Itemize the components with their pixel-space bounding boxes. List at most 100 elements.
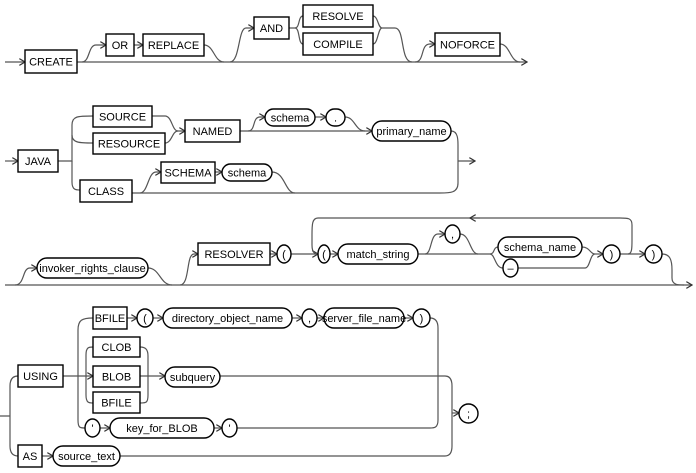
keyword-and-label: AND xyxy=(260,23,283,35)
term-bfile-comma-label: , xyxy=(308,313,311,325)
term-resolver-rparen-shape xyxy=(644,244,663,264)
term-schema: schema xyxy=(264,108,316,127)
keyword-resolver-label: RESOLVER xyxy=(204,249,263,261)
keyword-resolve-label: RESOLVE xyxy=(312,11,363,23)
keyword-schema: SCHEMA xyxy=(160,161,216,184)
keyword-java-label: JAVA xyxy=(25,156,52,168)
keyword-as-shape xyxy=(17,444,43,468)
term-comma-shape xyxy=(444,224,461,244)
term-subquery: subquery xyxy=(164,366,221,388)
term-quote-close-label: ' xyxy=(228,423,230,435)
term-key-for-blob-label: key_for_BLOB xyxy=(126,423,198,435)
keyword-bfile: BFILE xyxy=(92,306,128,330)
term-directory-object-name: directory_object_name xyxy=(162,307,293,329)
term-key-for-blob-shape xyxy=(109,417,215,439)
term-source-text-label: source_text xyxy=(58,451,115,463)
term-spec-lparen-label: ( xyxy=(322,249,326,261)
keyword-source: SOURCE xyxy=(92,105,153,128)
term-server-file-name-label: server_file_name xyxy=(322,313,406,325)
term-comma: , xyxy=(444,224,461,244)
term-match-string: match_string xyxy=(337,243,419,265)
keyword-compile-shape xyxy=(302,32,374,56)
term-schema-class-label: schema xyxy=(228,168,267,180)
keyword-class-shape xyxy=(79,179,133,203)
term-bfile-rparen-label: ) xyxy=(420,313,424,325)
keyword-bfile-label: BFILE xyxy=(95,313,126,325)
term-bfile-comma-shape xyxy=(301,308,318,328)
term-source-text-shape xyxy=(52,445,121,467)
keyword-schema-shape xyxy=(160,161,216,184)
keyword-source-shape xyxy=(92,105,153,128)
term-schema-class-shape xyxy=(221,163,273,182)
keyword-using-shape xyxy=(17,364,64,388)
term-directory-object-name-label: directory_object_name xyxy=(172,313,283,325)
term-invoker-rights-clause: invoker_rights_clause xyxy=(36,257,149,279)
keyword-bfile-lob-shape xyxy=(92,391,141,414)
term-quote-open-label: ' xyxy=(91,423,93,435)
term-subquery-label: subquery xyxy=(170,372,216,384)
term-dot-shape xyxy=(325,108,346,127)
term-comma-label: , xyxy=(451,229,454,241)
term-bfile-lparen-label: ( xyxy=(143,313,147,325)
term-bfile-rparen: ) xyxy=(412,308,431,328)
term-semicolon-shape xyxy=(458,403,479,424)
keyword-source-label: SOURCE xyxy=(99,112,146,124)
keyword-or-shape xyxy=(105,33,135,57)
keyword-noforce: NOFORCE xyxy=(434,32,501,57)
term-resolver-rparen-label: ) xyxy=(652,249,656,261)
term-primary-name: primary_name xyxy=(371,120,452,142)
term-quote-open: ' xyxy=(84,418,101,438)
keyword-replace-shape xyxy=(142,33,205,57)
keyword-java-shape xyxy=(17,149,59,173)
term-spec-rparen-label: ) xyxy=(610,249,614,261)
term-quote-close: ' xyxy=(221,418,238,438)
term-primary-name-shape xyxy=(371,120,452,142)
term-semicolon-label: ; xyxy=(467,409,470,421)
term-spec-rparen-shape xyxy=(602,244,621,264)
term-resolver-lparen-label: ( xyxy=(282,249,286,261)
term-schema-class: schema xyxy=(221,163,273,182)
keyword-replace: REPLACE xyxy=(142,33,205,57)
term-spec-lparen-shape xyxy=(317,244,331,264)
keyword-resolver: RESOLVER xyxy=(197,242,271,266)
keyword-schema-label: SCHEMA xyxy=(164,168,212,180)
term-dash-shape xyxy=(502,258,519,278)
term-invoker-rights-clause-label: invoker_rights_clause xyxy=(39,263,145,275)
term-key-for-blob: key_for_BLOB xyxy=(109,417,215,439)
term-schema-name-label: schema_name xyxy=(504,242,576,254)
keyword-compile-label: COMPILE xyxy=(313,39,363,51)
keyword-bfile-lob-label: BFILE xyxy=(101,398,132,410)
keyword-or-label: OR xyxy=(112,40,129,52)
keyword-class: CLASS xyxy=(79,179,133,203)
keyword-replace-label: REPLACE xyxy=(148,40,199,52)
term-resolver-rparen: ) xyxy=(644,244,663,264)
keyword-compile: COMPILE xyxy=(302,32,374,56)
keyword-blob-label: BLOB xyxy=(102,372,131,384)
keyword-create-shape xyxy=(24,49,78,74)
term-primary-name-label: primary_name xyxy=(376,126,446,138)
term-dot-label: . xyxy=(334,113,337,125)
term-schema-label: schema xyxy=(271,113,310,125)
term-dash: – xyxy=(502,258,519,278)
term-dot: . xyxy=(325,108,346,127)
term-subquery-shape xyxy=(164,366,221,388)
term-quote-open-shape xyxy=(84,418,101,438)
keyword-blob-shape xyxy=(92,365,141,388)
term-resolver-lparen: ( xyxy=(276,244,292,264)
keyword-clob-label: CLOB xyxy=(102,342,132,354)
term-spec-rparen: ) xyxy=(602,244,621,264)
term-source-text: source_text xyxy=(52,445,121,467)
keyword-as-label: AS xyxy=(23,451,38,463)
keyword-create: CREATE xyxy=(24,49,78,74)
keyword-using: USING xyxy=(17,364,64,388)
keyword-named-shape xyxy=(184,119,241,143)
keyword-using-label: USING xyxy=(23,371,58,383)
keyword-noforce-shape xyxy=(434,32,501,57)
term-match-string-shape xyxy=(337,243,419,265)
term-bfile-rparen-shape xyxy=(412,308,431,328)
keyword-and-shape xyxy=(253,16,290,40)
keyword-clob: CLOB xyxy=(92,336,141,358)
keyword-blob: BLOB xyxy=(92,365,141,388)
keyword-class-label: CLASS xyxy=(88,186,124,198)
